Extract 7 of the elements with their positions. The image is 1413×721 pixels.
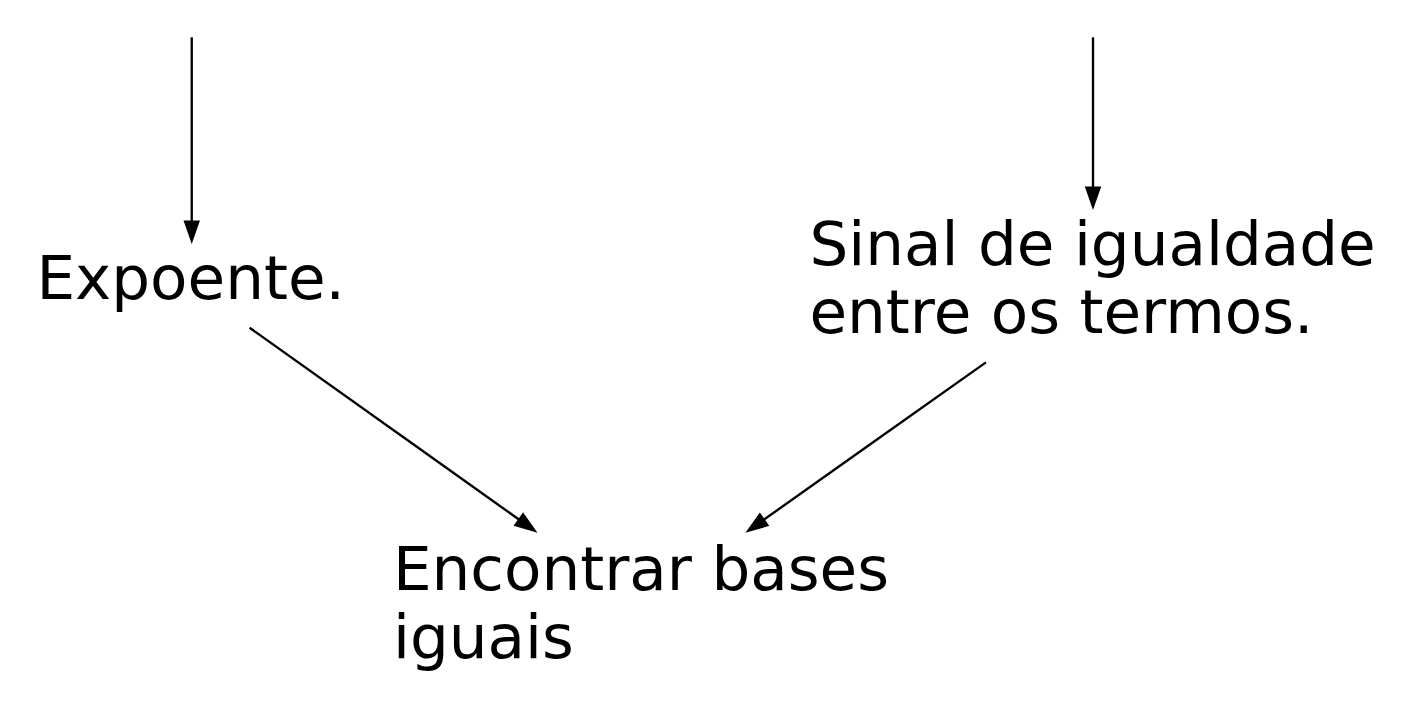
node-text: Sinal de igualdade entre os termos. xyxy=(809,207,1376,347)
arrow xyxy=(248,326,538,533)
node-text: Encontrar bases iguais xyxy=(392,532,890,672)
arrow xyxy=(1084,36,1102,210)
arrow xyxy=(183,36,200,244)
arrow xyxy=(745,360,987,533)
node-text: Expoente. xyxy=(36,241,346,313)
